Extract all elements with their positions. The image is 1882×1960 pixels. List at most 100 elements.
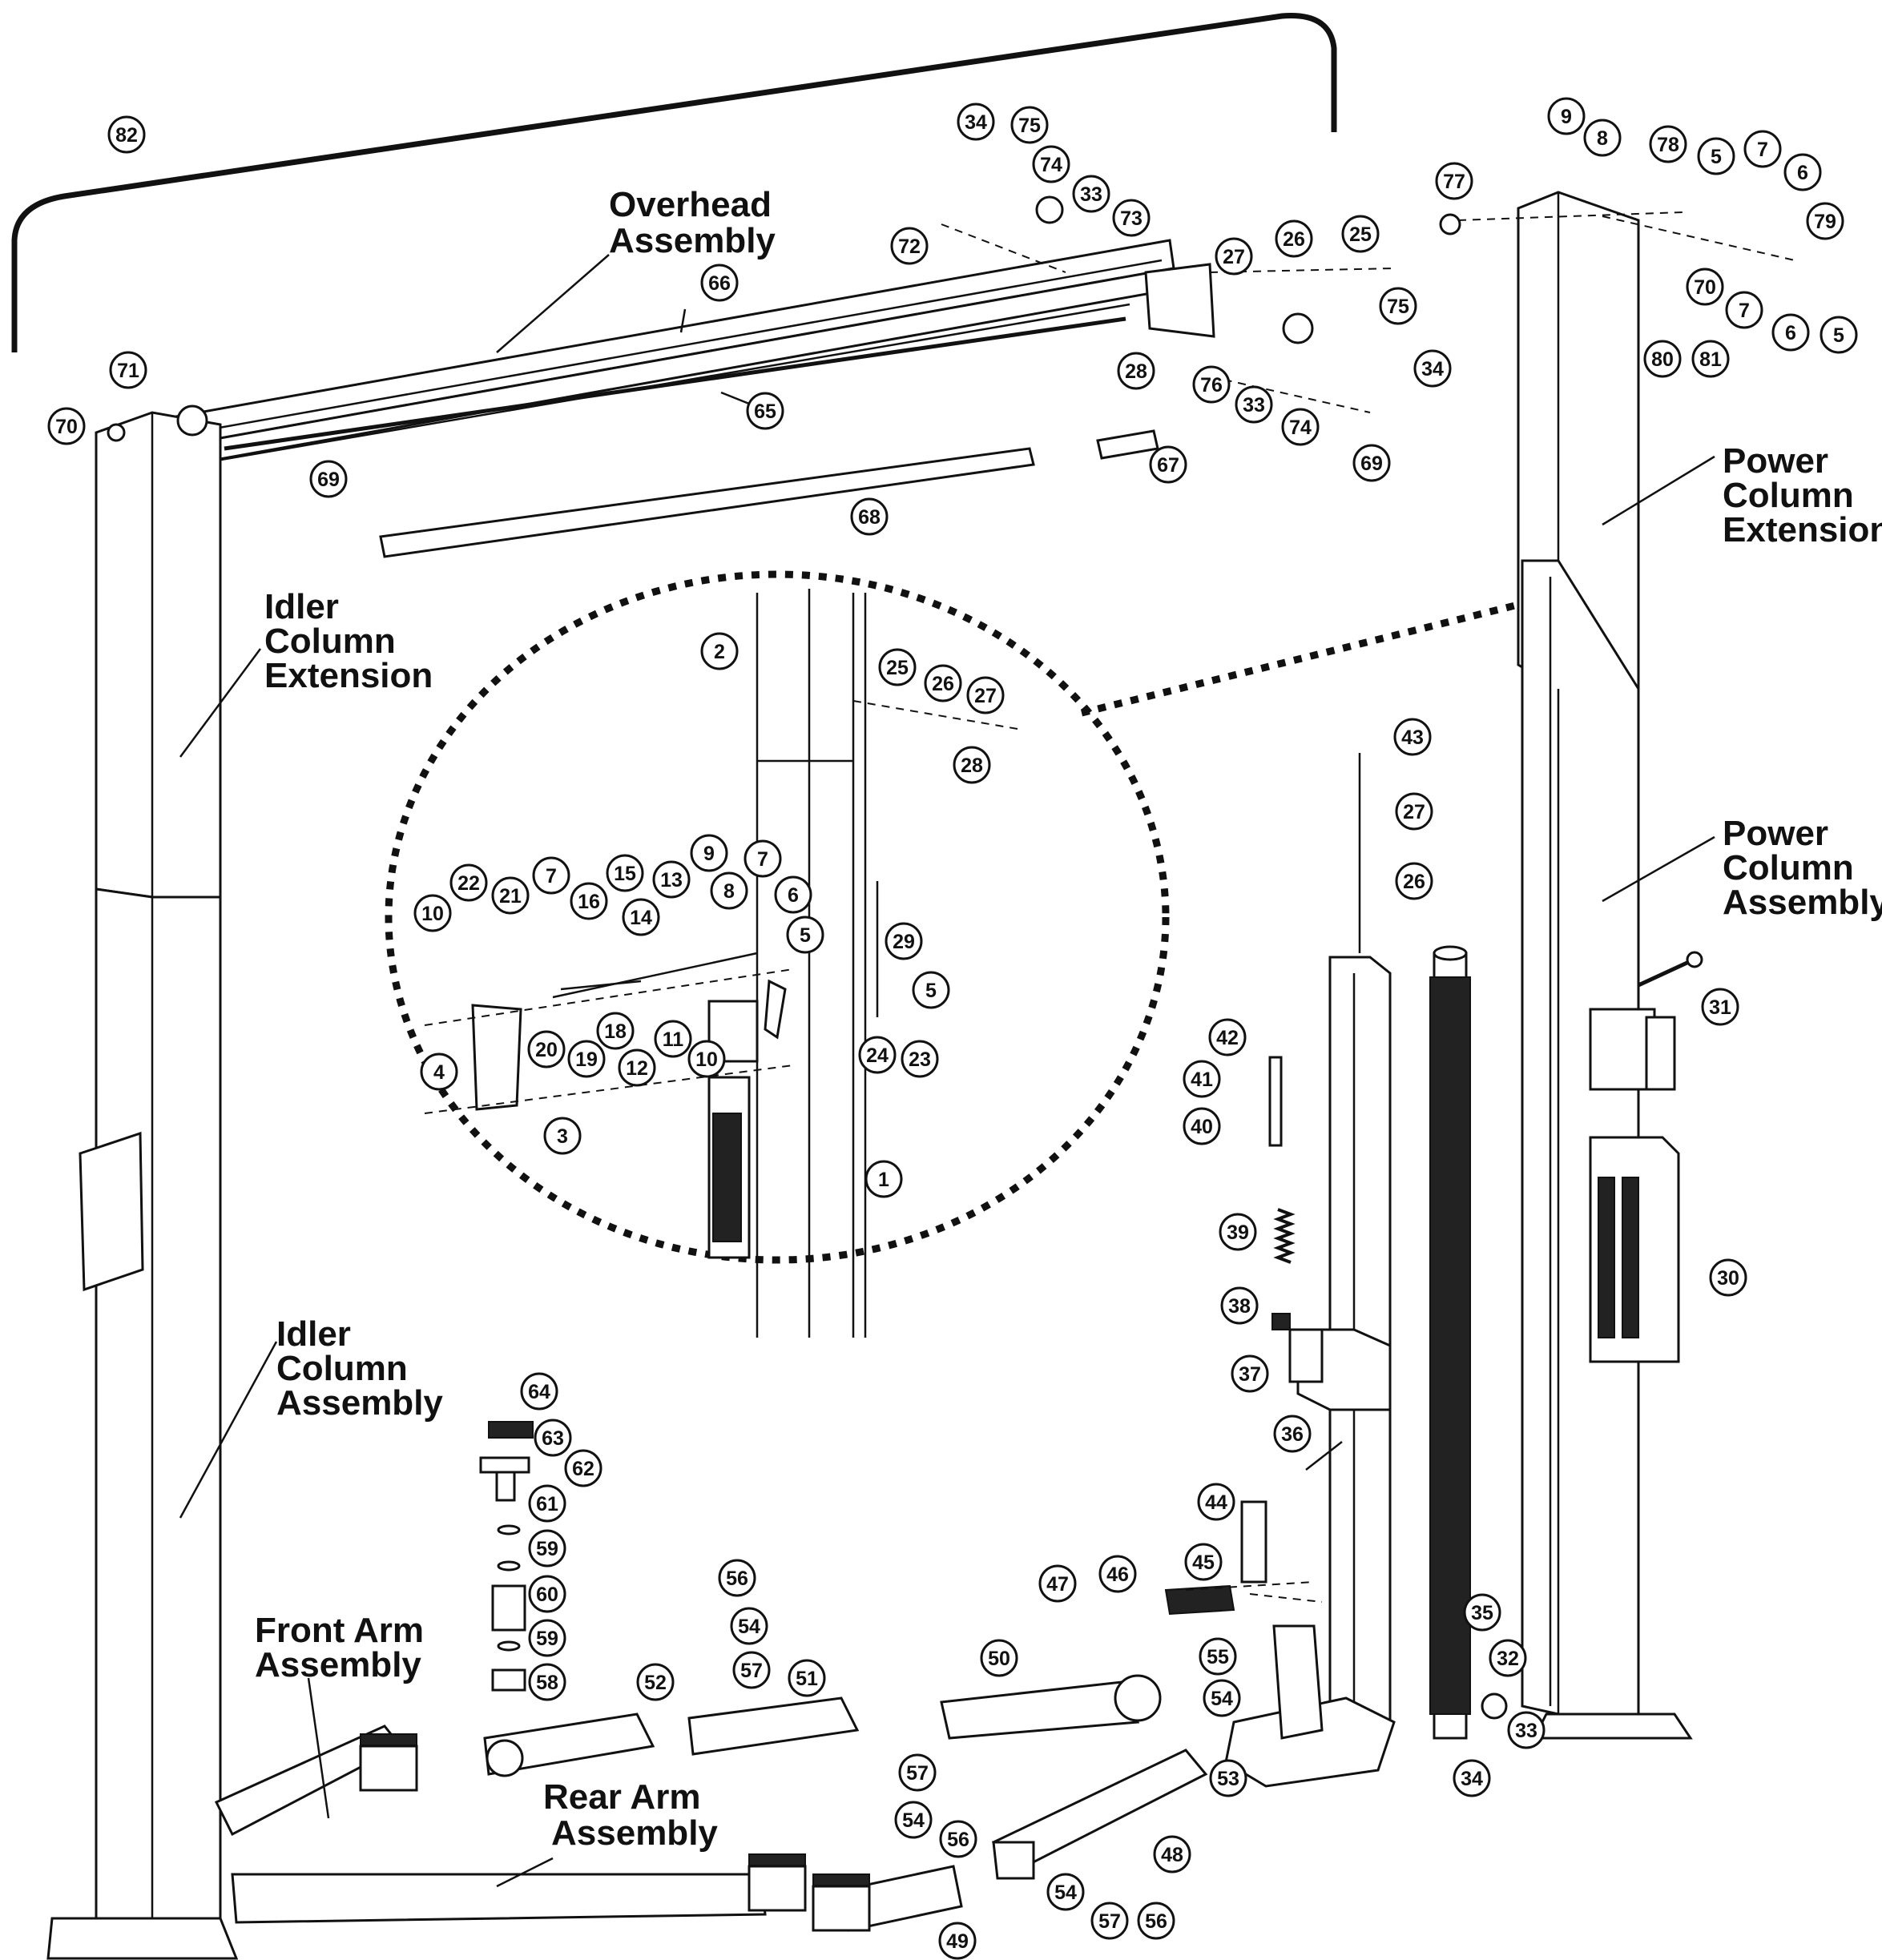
callout-number: 27 <box>974 685 997 707</box>
block-45 <box>1164 1584 1235 1616</box>
callout-number: 70 <box>1694 276 1716 299</box>
callout-number: 54 <box>1211 1688 1233 1710</box>
callout-number: 55 <box>1207 1646 1229 1668</box>
callout-61: 61 <box>528 1484 566 1523</box>
callout-28: 28 <box>1117 352 1155 390</box>
callout-70: 70 <box>1686 268 1724 306</box>
callout-68: 68 <box>850 497 889 536</box>
callout-number: 54 <box>1054 1882 1077 1904</box>
callout-number: 34 <box>1461 1768 1483 1790</box>
overhead-beam <box>175 239 1215 466</box>
pin-67 <box>1096 429 1159 460</box>
callout-56: 56 <box>939 1820 977 1858</box>
callout-4: 4 <box>420 1052 458 1091</box>
svg-text:Column: Column <box>276 1349 408 1388</box>
callout-number: 48 <box>1161 1844 1183 1866</box>
callout-number: 45 <box>1192 1551 1215 1574</box>
callout-25: 25 <box>878 648 917 686</box>
callout-47: 47 <box>1038 1564 1077 1603</box>
callout-number: 4 <box>433 1061 445 1084</box>
callout-number: 69 <box>317 469 340 491</box>
callout-34: 34 <box>1413 349 1452 388</box>
callout-number: 3 <box>557 1125 568 1148</box>
overhead-hose <box>11 13 1337 352</box>
label-overhead-assembly: Overhead Assembly <box>609 185 776 260</box>
svg-text:Extension: Extension <box>1723 510 1882 549</box>
callout-75: 75 <box>1379 287 1417 325</box>
svg-text:Extension: Extension <box>264 656 433 695</box>
callout-7: 7 <box>532 856 570 895</box>
callout-number: 32 <box>1497 1648 1519 1670</box>
callout-number: 52 <box>644 1672 667 1694</box>
callout-number: 59 <box>536 1538 558 1560</box>
callout-number: 47 <box>1046 1573 1069 1596</box>
callout-73: 73 <box>1112 199 1151 237</box>
callout-number: 43 <box>1401 726 1424 749</box>
callout-11: 11 <box>654 1020 692 1058</box>
callout-number: 25 <box>1349 223 1372 246</box>
callout-54: 54 <box>1203 1679 1241 1717</box>
callout-number: 21 <box>499 885 522 908</box>
callout-number: 62 <box>572 1458 594 1480</box>
callout-44: 44 <box>1197 1483 1235 1521</box>
callout-27: 27 <box>966 676 1005 714</box>
callout-number: 71 <box>117 360 139 382</box>
callout-number: 31 <box>1709 996 1731 1019</box>
label-power-column-assembly: Power Column Assembly <box>1723 814 1882 922</box>
callout-number: 36 <box>1281 1423 1304 1446</box>
callout-8: 8 <box>710 871 748 910</box>
callout-number: 28 <box>1125 360 1147 383</box>
arm-51 <box>687 1696 860 1756</box>
callout-number: 23 <box>909 1048 931 1071</box>
callout-77: 77 <box>1435 162 1473 200</box>
callout-25: 25 <box>1341 215 1380 253</box>
block-38 <box>1271 1313 1291 1330</box>
callout-number: 11 <box>663 1028 684 1051</box>
callout-number: 40 <box>1191 1116 1213 1138</box>
callout-33: 33 <box>1235 385 1273 424</box>
callout-7: 7 <box>1743 130 1782 168</box>
callout-number: 42 <box>1216 1027 1239 1049</box>
callout-number: 64 <box>528 1381 550 1403</box>
callout-50: 50 <box>980 1639 1018 1677</box>
callout-number: 30 <box>1717 1267 1739 1290</box>
callout-53: 53 <box>1209 1759 1247 1797</box>
callout-75: 75 <box>1010 106 1049 144</box>
callout-60: 60 <box>528 1575 566 1613</box>
callout-10: 10 <box>413 894 452 932</box>
callout-number: 46 <box>1106 1564 1129 1586</box>
arm-50 <box>940 1680 1140 1740</box>
callout-63: 63 <box>534 1419 572 1457</box>
callout-5: 5 <box>1820 316 1858 354</box>
callout-number: 67 <box>1157 454 1179 477</box>
callout-number: 10 <box>421 903 444 925</box>
svg-text:Assembly: Assembly <box>551 1813 718 1853</box>
callout-6: 6 <box>1771 313 1810 352</box>
callout-number: 51 <box>796 1668 818 1690</box>
callout-57: 57 <box>1090 1902 1129 1940</box>
callout-number: 74 <box>1289 417 1312 439</box>
callout-number: 66 <box>708 272 731 295</box>
callout-number: 38 <box>1228 1295 1251 1318</box>
callout-number: 56 <box>1145 1910 1167 1933</box>
callout-number: 6 <box>1797 162 1808 184</box>
callout-number: 29 <box>893 931 915 953</box>
callout-10: 10 <box>687 1040 726 1078</box>
callout-number: 37 <box>1239 1363 1261 1386</box>
callout-number: 9 <box>703 843 715 865</box>
label-power-column-extension: Power Column Extension <box>1723 441 1882 549</box>
callout-8: 8 <box>1583 119 1622 157</box>
callout-number: 15 <box>614 863 636 885</box>
callout-33: 33 <box>1072 175 1110 213</box>
callout-number: 26 <box>1403 871 1425 893</box>
callout-31: 31 <box>1701 988 1739 1026</box>
rear-arm <box>231 1873 767 1924</box>
detail-column <box>424 589 1018 1338</box>
callout-number: 57 <box>740 1660 763 1682</box>
callout-6: 6 <box>1783 153 1822 191</box>
adapter-stack <box>479 1421 534 1692</box>
callout-number: 9 <box>1561 106 1572 128</box>
callout-23: 23 <box>901 1040 939 1078</box>
callout-number: 34 <box>1421 358 1444 380</box>
